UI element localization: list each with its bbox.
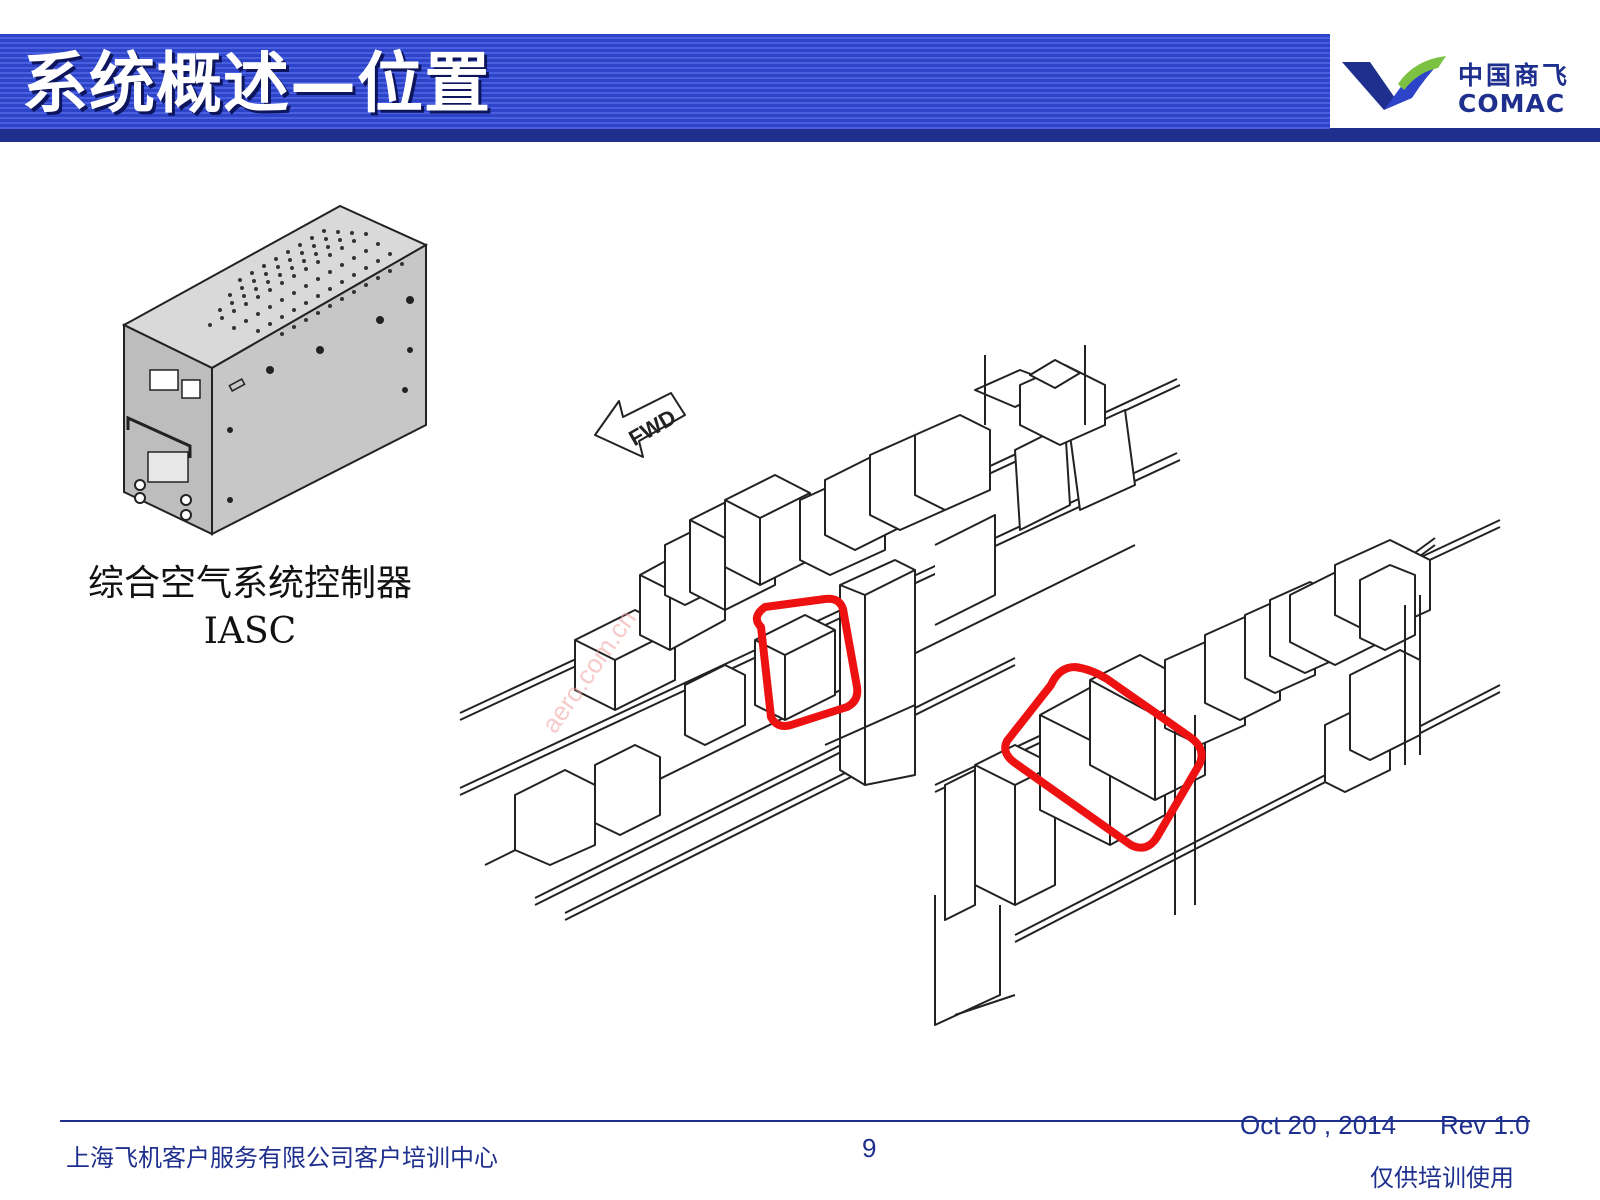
iasc-device-illustration: [121, 204, 429, 536]
comac-logo-icon: [1342, 56, 1446, 110]
highlight-left: [752, 594, 862, 730]
header-title-band: [0, 34, 1330, 129]
fwd-arrow-icon: FWD: [594, 392, 686, 458]
device-caption-name: 综合空气系统控制器: [87, 563, 412, 604]
comac-logo: 中国商飞 COMAC: [1330, 34, 1600, 128]
page-number: 9: [862, 1133, 877, 1163]
highlight-right: [1001, 663, 1206, 852]
footer-divider: [60, 1120, 1530, 1122]
page-title: 系统概述—位置: [22, 45, 491, 122]
device-caption: 综合空气系统控制器 IASC: [60, 560, 440, 656]
equipment-rack-diagram: FWD: [459, 345, 1501, 1026]
footer-organization: 上海飞机客户服务有限公司客户培训中心: [66, 1144, 498, 1172]
logo-english-text: COMAC: [1458, 89, 1566, 118]
footer-training-note: 仅供培训使用: [1370, 1164, 1514, 1192]
footer-revision: Rev 1.0: [1440, 1110, 1530, 1140]
logo-chinese-text: 中国商飞: [1458, 61, 1571, 90]
footer-date: Oct 20 , 2014: [1240, 1110, 1397, 1140]
device-caption-abbreviation: IASC: [203, 611, 297, 652]
